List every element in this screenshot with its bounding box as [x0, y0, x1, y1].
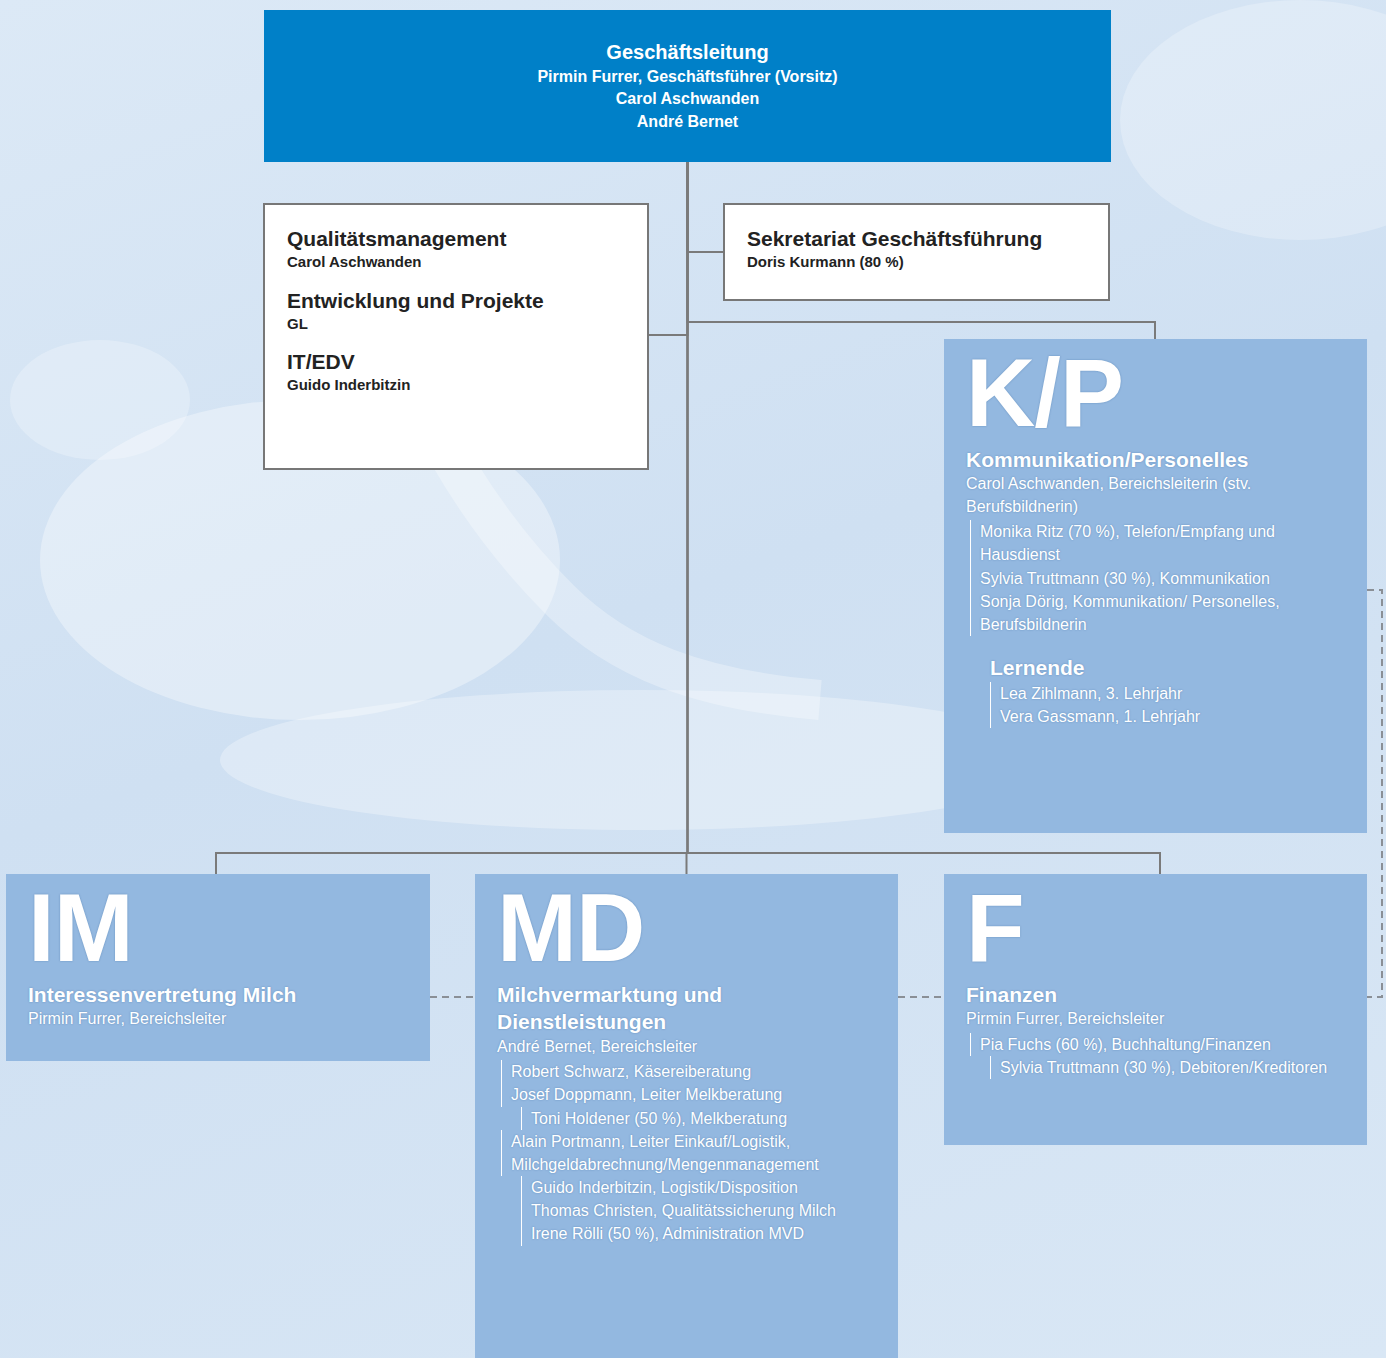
box-text: Guido Inderbitzin	[287, 375, 625, 395]
box-text: Entwicklung und Projekte	[287, 287, 625, 314]
box-text: Sonja Dörig, Kommunikation/ Personelles,…	[970, 590, 1345, 636]
box-text: Guido Inderbitzin, Logistik/Disposition	[521, 1176, 876, 1199]
milk-drop	[10, 340, 190, 460]
box-text: Doris Kurmann (80 %)	[747, 252, 1086, 272]
box-text: Lernende	[990, 654, 1345, 681]
box-heading: MD	[497, 882, 876, 973]
org-connector	[688, 162, 724, 252]
department-box: F FinanzenPirmin Furrer, BereichsleiterPi…	[944, 874, 1367, 1145]
box-text: Toni Holdener (50 %), Melkberatung	[521, 1107, 876, 1130]
box-text: Thomas Christen, Qualitätssicherung Milc…	[521, 1199, 876, 1222]
box-text: Sylvia Truttmann (30 %), Kommunikation	[970, 567, 1345, 590]
box-heading: Qualitätsmanagement	[287, 225, 625, 252]
box-text: Vera Gassmann, 1. Lehrjahr	[990, 705, 1345, 728]
milk-splash	[1120, 0, 1386, 240]
box-heading: F	[966, 882, 1345, 973]
box-text: Pirmin Furrer, Geschäftsführer (Vorsitz)	[280, 66, 1095, 88]
box-text: Lea Zihlmann, 3. Lehrjahr	[990, 682, 1345, 705]
box-text: Interessenvertretung Milch	[28, 981, 408, 1008]
box-text: IT/EDV	[287, 348, 625, 375]
box-text: Carol Aschwanden, Bereichsleiterin (stv.…	[966, 473, 1345, 518]
department-box: IM Interessenvertretung MilchPirmin Furre…	[6, 874, 430, 1061]
dashed-connector	[898, 996, 944, 998]
box-text: Carol Aschwanden	[287, 252, 625, 272]
org-connector	[216, 162, 688, 874]
box-heading: K/P	[966, 347, 1345, 438]
box-heading: Sekretariat Geschäftsführung	[747, 225, 1086, 252]
box-text: Alain Portmann, Leiter Einkauf/Logistik,…	[501, 1130, 876, 1176]
box-text: Monika Ritz (70 %), Telefon/Empfang und …	[970, 520, 1345, 566]
box-text: Josef Doppmann, Leiter Melkberatung	[501, 1083, 876, 1106]
box-text: Sylvia Truttmann (30 %), Debitoren/Kredi…	[990, 1056, 1345, 1079]
box-text: André Bernet, Bereichsleiter	[497, 1036, 876, 1058]
box-heading: Geschäftsleitung	[280, 39, 1095, 66]
box-text: Robert Schwarz, Käsereiberatung	[501, 1060, 876, 1083]
dashed-connector	[430, 996, 475, 998]
box-text: Carol Aschwanden	[280, 88, 1095, 110]
box-text: Milchvermarktung und Dienstleistungen	[497, 981, 876, 1036]
box-text: Finanzen	[966, 981, 1345, 1008]
staff-box: QualitätsmanagementCarol AschwandenEntwi…	[263, 203, 649, 470]
department-box: MDMilchvermarktung und DienstleistungenA…	[475, 874, 898, 1358]
box-text: Pirmin Furrer, Bereichsleiter	[28, 1008, 408, 1030]
org-connector	[649, 162, 688, 335]
org-connector	[688, 162, 1156, 339]
box-text: Irene Rölli (50 %), Administration MVD	[521, 1222, 876, 1245]
management-box: GeschäftsleitungPirmin Furrer, Geschäfts…	[264, 10, 1111, 162]
secretariat-box: Sekretariat GeschäftsführungDoris Kurman…	[723, 203, 1110, 301]
box-text: Pia Fuchs (60 %), Buchhaltung/Finanzen	[970, 1033, 1345, 1056]
box-text: Kommunikation/Personelles	[966, 446, 1345, 473]
department-box: K/P Kommunikation/PersonellesCarol Aschwa…	[944, 339, 1367, 833]
box-text: André Bernet	[280, 111, 1095, 133]
box-heading: IM	[28, 882, 408, 973]
box-text: Pirmin Furrer, Bereichsleiter	[966, 1008, 1345, 1030]
dashed-connector	[1367, 590, 1382, 997]
glass-rim	[220, 690, 1060, 830]
box-text: GL	[287, 314, 625, 334]
